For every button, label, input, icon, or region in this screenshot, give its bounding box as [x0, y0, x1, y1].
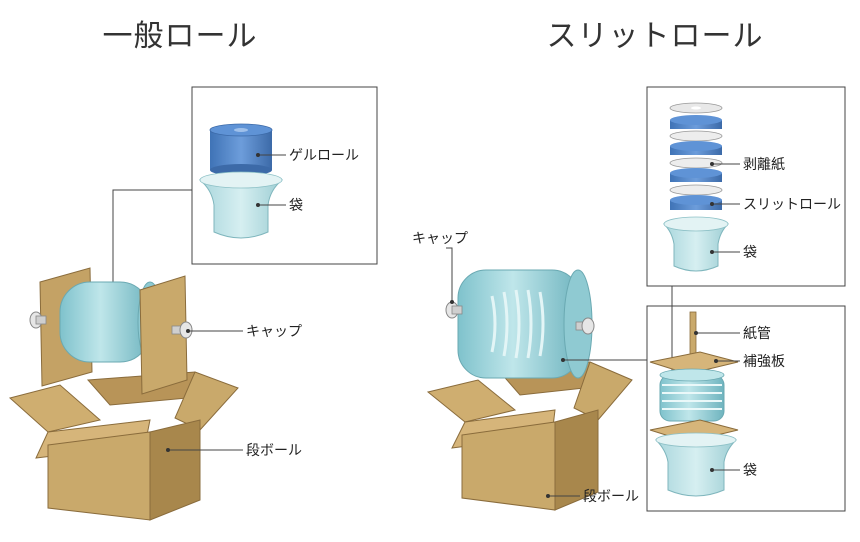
bag-illustration-right-top — [663, 216, 729, 272]
cap-left-a — [29, 311, 47, 329]
bag-illustration-left — [198, 171, 284, 239]
cap-right-b — [575, 317, 595, 335]
cap-left-b — [171, 321, 193, 339]
label-reinforcement: 補強板 — [743, 354, 785, 370]
label-bag-right-top: 袋 — [743, 245, 757, 261]
label-cap-right: キャップ — [412, 231, 468, 247]
big-slit-roll-illustration — [457, 269, 593, 379]
slit-roll-stack-illustration — [669, 102, 723, 210]
title-slit-roll: スリットロール — [547, 19, 764, 54]
title-general-roll: 一般ロール — [103, 19, 258, 54]
slit-roll-in-bag-illustration — [659, 368, 725, 422]
label-slit-roll: スリットロール — [743, 197, 841, 213]
label-box-right: 段ボール — [583, 489, 639, 505]
label-box-left: 段ボール — [246, 443, 302, 459]
label-cap-left: キャップ — [246, 324, 302, 340]
bag-illustration-right-bottom — [655, 432, 737, 497]
label-paper-tube: 紙管 — [743, 326, 771, 342]
label-release-paper: 剥離紙 — [743, 156, 785, 173]
cardboard-box-right — [426, 361, 633, 511]
cardboard-box-left — [8, 371, 239, 521]
side-board-left-b — [139, 275, 188, 395]
label-bag-right-bottom: 袋 — [743, 463, 757, 479]
gel-roll-illustration — [209, 123, 273, 176]
label-gel-roll: ゲルロール — [289, 148, 359, 164]
label-bag-left: 袋 — [289, 198, 303, 214]
